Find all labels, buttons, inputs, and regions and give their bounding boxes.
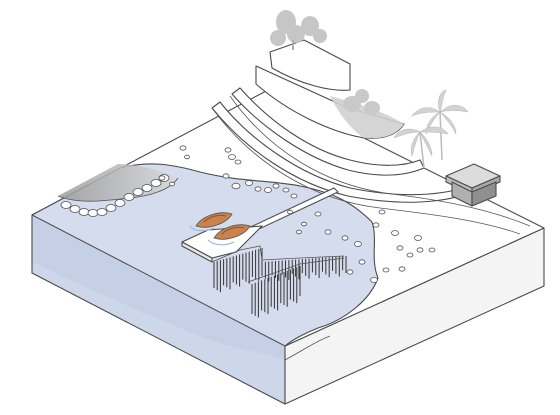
rock bbox=[297, 230, 302, 234]
rock bbox=[359, 260, 365, 264]
rock bbox=[325, 230, 331, 234]
rock bbox=[170, 182, 175, 186]
rock bbox=[185, 155, 190, 159]
rock bbox=[255, 187, 261, 191]
rock bbox=[379, 210, 385, 214]
rock bbox=[265, 188, 272, 193]
rock bbox=[373, 223, 379, 227]
rock bbox=[288, 210, 293, 214]
rock bbox=[417, 248, 423, 252]
rock bbox=[429, 248, 435, 252]
rock bbox=[235, 160, 241, 164]
rock bbox=[347, 270, 353, 274]
rock bbox=[315, 212, 321, 216]
rock bbox=[223, 174, 229, 178]
rock bbox=[229, 155, 236, 160]
rock bbox=[246, 181, 253, 186]
rock bbox=[342, 236, 348, 240]
palm-tree-1 bbox=[412, 90, 468, 160]
rock bbox=[371, 278, 378, 283]
rock bbox=[225, 148, 231, 152]
rock bbox=[383, 268, 389, 272]
rock bbox=[180, 146, 186, 150]
rock bbox=[302, 222, 307, 226]
rock bbox=[415, 236, 422, 241]
rock bbox=[392, 231, 399, 236]
rock bbox=[232, 183, 240, 189]
rock bbox=[159, 176, 165, 180]
rock bbox=[355, 242, 362, 247]
rock bbox=[407, 253, 413, 257]
palm-trees bbox=[394, 90, 468, 168]
rock bbox=[397, 246, 403, 250]
rock bbox=[273, 184, 279, 188]
rock bbox=[291, 194, 297, 198]
rock bbox=[399, 267, 405, 271]
rock bbox=[283, 188, 289, 192]
